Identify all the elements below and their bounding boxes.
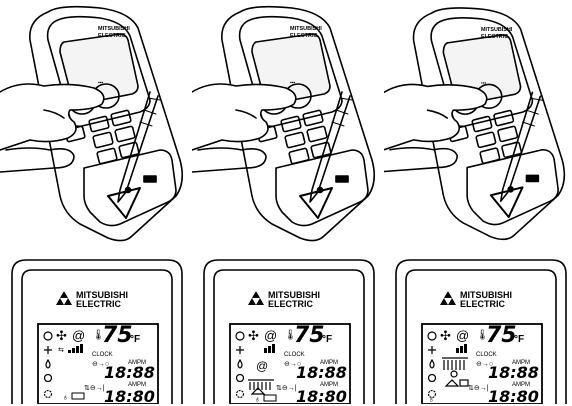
timer-off-icon: ⇅⊖→|: [84, 385, 105, 392]
temperature-unit: °F: [514, 334, 524, 345]
brand-name-line2: ELECTRIC: [268, 299, 314, 309]
button-dots: ▪▪▪: [290, 80, 296, 86]
timer-off-icon: ⇅⊖→|: [468, 385, 489, 392]
timer-off-icon: ⇅⊖→|: [276, 385, 297, 392]
clock-label: CLOCK: [284, 352, 305, 358]
brand-name-line2: ELECTRIC: [460, 299, 506, 309]
remote-illustration-1: MITSUBISHI ELECTRIC ▪▪▪: [0, 0, 190, 250]
swirl-icon: @: [264, 328, 277, 343]
display-panel-2: MITSUBISHI ELECTRIC ✣ @ @ 🌡 75 °F CLOCK …: [192, 254, 378, 404]
timer-readout: 18:80: [104, 387, 155, 404]
mitsubishi-logo-icon: [440, 291, 456, 305]
temperature-readout: 75: [486, 323, 517, 348]
clean-icon: ♁: [428, 394, 435, 404]
display-panel-3: MITSUBISHI ELECTRIC ✣ @ 🌡 75 °F CLOCK AM…: [384, 254, 570, 404]
timer-readout: 18:80: [296, 387, 347, 404]
brand-name-line2: ELECTRIC: [76, 299, 122, 309]
button-dots: ▪▪▪: [98, 80, 104, 86]
swirl-icon: @: [72, 328, 85, 343]
fan-icon: ✣: [56, 328, 67, 343]
remote-brand-line2: ELECTRIC: [98, 33, 126, 39]
clean-icon: ♁: [62, 392, 69, 402]
timer-on-icon: ⊖→○: [476, 361, 493, 368]
remote-brand-line1: MITSUBISHI: [290, 26, 322, 32]
temperature-readout: 75: [294, 323, 325, 348]
temperature-unit: °F: [322, 334, 332, 345]
remote-brand-line2: ELECTRIC: [481, 34, 508, 40]
clock-label: CLOCK: [476, 352, 497, 358]
fan-icon: ✣: [248, 328, 259, 343]
remote-brand-line2: ELECTRIC: [290, 33, 318, 39]
clock-readout: 18:88: [296, 363, 347, 382]
timer-on-icon: ⊖→○: [92, 361, 109, 368]
fan-icon: ✣: [440, 328, 451, 343]
timer-on-icon: ⊖→○: [284, 361, 301, 368]
clock-readout: 18:88: [488, 363, 539, 382]
clock-readout: 18:88: [104, 363, 155, 382]
display-panel-1: MITSUBISHI ELECTRIC ✣ @ ⇆ 🌡 75 °F CLOCK …: [0, 254, 186, 404]
auto-icon: ⇆: [58, 347, 64, 354]
clean-icon: ♁: [254, 394, 261, 404]
remote-illustration-2: MITSUBISHI ELECTRIC ▪▪▪: [192, 0, 382, 250]
mitsubishi-logo-icon: [56, 291, 72, 305]
timer-readout: 18:80: [488, 387, 539, 404]
swirl-icon-2: @: [256, 359, 268, 373]
mitsubishi-logo-icon: [248, 291, 264, 305]
temperature-readout: 75: [102, 323, 133, 348]
remote-brand-line1: MITSUBISHI: [481, 27, 513, 33]
button-dots: ▪▪▪: [481, 81, 487, 86]
temperature-unit: °F: [130, 334, 140, 345]
remote-illustration-3: MITSUBISHI ELECTRIC ▪▪▪: [384, 0, 572, 250]
clock-label: CLOCK: [92, 352, 113, 358]
swirl-icon: @: [456, 328, 469, 343]
remote-brand-line1: MITSUBISHI: [98, 26, 130, 32]
